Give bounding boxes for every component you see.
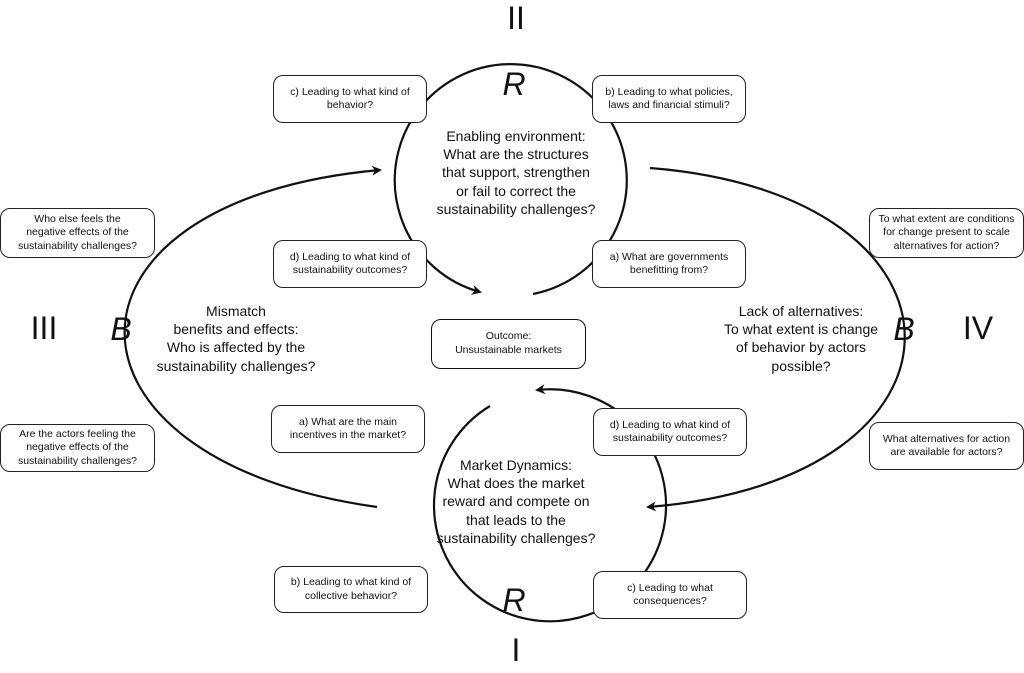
market-dynamics-text: Market Dynamics: What does the market re… xyxy=(436,457,596,546)
box-top-b: b) Leading to what policies, laws and fi… xyxy=(592,75,746,123)
loop-letter-top: R xyxy=(502,66,526,102)
box-bottom-b: b) Leading to what kind of collective be… xyxy=(274,566,428,613)
loop-letter-right: B xyxy=(893,311,915,347)
box-bottom-d: d) Leading to what kind of sustainabilit… xyxy=(593,408,747,456)
box-top-d: d) Leading to what kind of sustainabilit… xyxy=(273,240,427,288)
roman-right: IV xyxy=(962,310,994,346)
box-bottom-c: c) Leading to what consequences? xyxy=(593,571,747,619)
box-bottom-a: a) What are the main incentives in the m… xyxy=(271,405,425,453)
box-top-a: a) What are governments benefitting from… xyxy=(592,240,746,288)
roman-top: II xyxy=(507,0,525,36)
mismatch-text: Mismatch benefits and effects: Who is af… xyxy=(156,303,316,374)
roman-bottom: I xyxy=(511,632,521,668)
box-left-bottom: Are the actors feeling the negative effe… xyxy=(0,424,155,472)
right-loop-arc xyxy=(646,166,906,512)
left-loop-arc xyxy=(123,165,382,509)
box-top-c: c) Leading to what kind of behavior? xyxy=(273,75,427,123)
loop-letter-left: B xyxy=(110,311,132,347)
lack-of-alternatives-text: Lack of alternatives: To what extent is … xyxy=(723,303,879,374)
loop-letter-bottom: R xyxy=(502,582,526,618)
roman-left: III xyxy=(30,310,58,346)
outcome-box: Outcome: Unsustainable markets xyxy=(431,319,586,369)
box-right-top: To what extent are conditions for change… xyxy=(869,208,1024,258)
box-left-top: Who else feels the negative effects of t… xyxy=(0,208,155,258)
box-right-bottom: What alternatives for action are availab… xyxy=(869,422,1024,470)
top-loop-arc xyxy=(393,63,628,296)
enabling-environment-text: Enabling environment: What are the struc… xyxy=(436,128,596,217)
